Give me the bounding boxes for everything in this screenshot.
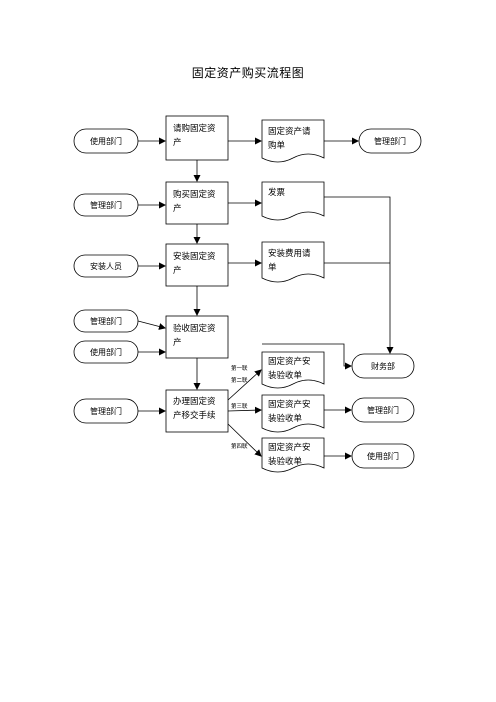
doc-install-fee: 安装费用请 单 (261, 241, 325, 283)
copy-label-4: 第四联 (231, 442, 248, 450)
dept-mgmt-right: 管理部门 (351, 397, 415, 423)
step-handover: 办理固定资 产移交手续 (165, 389, 229, 433)
doc-line: 购单 (268, 140, 286, 151)
step-install: 安装固定资 产 (165, 243, 229, 287)
doc-acceptance-1: 固定资产安 装验收单 (261, 351, 325, 389)
doc-line: 装验收单 (268, 370, 303, 381)
step-line: 请购固定资 (173, 123, 216, 134)
dept-use-1: 使用部门 (73, 128, 139, 154)
step-line: 验收固定资 (173, 323, 216, 334)
doc-line: 固定资产安 (268, 442, 311, 453)
dept-label: 管理部门 (90, 200, 122, 210)
step-request: 请购固定资 产 (165, 115, 229, 161)
doc-acceptance-2: 固定资产安 装验收单 (261, 394, 325, 433)
doc-line: 装验收单 (268, 456, 303, 467)
step-line: 办理固定资 (173, 396, 216, 407)
step-line: 安装固定资 (173, 251, 216, 262)
dept-label: 使用部门 (90, 347, 122, 357)
dept-mgmt-1: 管理部门 (73, 193, 139, 217)
dept-label: 使用部门 (90, 136, 122, 146)
step-purchase: 购买固定资 产 (165, 181, 229, 225)
connectors (137, 137, 394, 460)
doc-invoice: 发票 (261, 181, 325, 221)
step-line: 购买固定资 (173, 189, 216, 200)
copy-label-3: 第三联 (231, 402, 248, 410)
doc-line: 单 (268, 262, 277, 273)
dept-label: 安装人员 (90, 261, 122, 271)
doc-line: 发票 (268, 187, 286, 198)
dept-use-2: 使用部门 (73, 340, 139, 364)
doc-line: 固定资产请 (268, 126, 311, 137)
dept-mgmt-3: 管理部门 (73, 398, 139, 424)
dept-install: 安装人员 (73, 254, 139, 278)
doc-line: 固定资产安 (268, 356, 311, 367)
dept-label: 使用部门 (367, 451, 399, 461)
dept-label: 财务部 (371, 361, 395, 371)
dept-label: 管理部门 (367, 405, 399, 415)
step-line: 产 (173, 337, 182, 348)
step-line: 产 (173, 265, 182, 276)
dept-label: 管理部门 (90, 316, 122, 326)
step-line: 产移交手续 (173, 410, 216, 421)
dept-label: 管理部门 (90, 406, 122, 416)
dept-label: 管理部门 (374, 136, 406, 146)
doc-line: 安装费用请 (268, 248, 311, 259)
copy-label-1: 第一联 (231, 364, 248, 372)
step-accept: 验收固定资 产 (165, 315, 229, 359)
page-title: 固定资产购买流程图 (191, 66, 305, 80)
doc-acceptance-3: 固定资产安 装验收单 (261, 437, 325, 473)
doc-line: 装验收单 (268, 413, 303, 424)
dept-finance: 财务部 (351, 353, 415, 379)
doc-purchase-request: 固定资产请 购单 (261, 119, 325, 163)
doc-line: 固定资产安 (268, 399, 311, 410)
dept-mgmt-2: 管理部门 (73, 309, 139, 333)
dept-mgmt-top-right: 管理部门 (358, 128, 422, 154)
copy-label-2: 第二联 (231, 376, 248, 384)
dept-use-right: 使用部门 (351, 443, 415, 469)
step-line: 产 (173, 203, 182, 214)
step-line: 产 (173, 137, 182, 148)
